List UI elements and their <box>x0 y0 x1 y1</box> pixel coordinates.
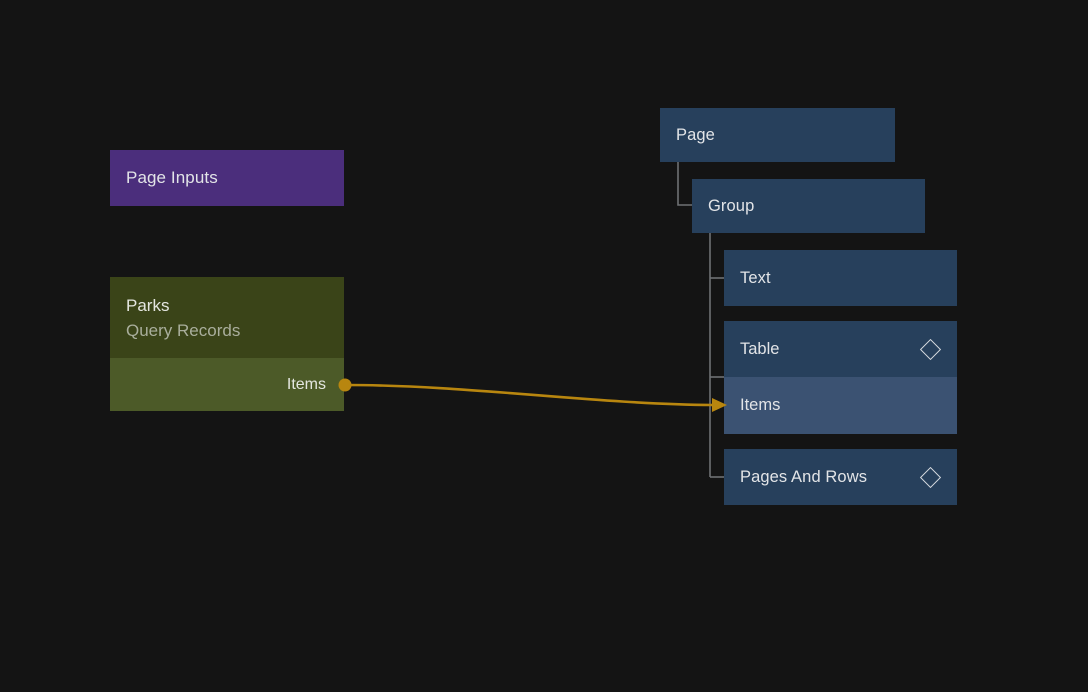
node-text-label: Text <box>740 268 771 287</box>
node-parks-header: Parks Query Records <box>110 277 344 358</box>
node-table[interactable]: Table Items <box>724 321 957 434</box>
diamond-icon <box>919 466 942 488</box>
node-table-items-row[interactable]: Items <box>724 377 957 434</box>
node-group-title-row: Group <box>692 179 925 233</box>
node-text[interactable]: Text <box>724 250 957 306</box>
node-group-label: Group <box>708 196 755 215</box>
edge-parks-items-to-table-items <box>344 383 714 407</box>
node-group[interactable]: Group <box>692 179 925 233</box>
node-pages-and-rows-label: Pages And Rows <box>740 467 868 486</box>
node-table-label: Table <box>740 339 780 358</box>
node-parks-output-label: Items <box>286 375 326 393</box>
node-parks-output-row[interactable]: Items <box>110 358 344 411</box>
connector-page-group <box>677 162 692 206</box>
node-page-inputs-title: Page Inputs <box>110 150 344 206</box>
node-pages-and-rows-title-row: Pages And Rows <box>724 449 957 505</box>
node-page-label: Page <box>676 125 715 144</box>
node-pages-and-rows[interactable]: Pages And Rows <box>724 449 957 505</box>
node-table-items-label: Items <box>740 396 781 414</box>
node-page-title-row: Page <box>660 108 895 162</box>
node-page-inputs[interactable]: Page Inputs <box>110 150 344 206</box>
diamond-icon <box>919 338 942 360</box>
node-parks-title: Parks <box>126 296 170 315</box>
node-text-title-row: Text <box>724 250 957 306</box>
node-table-header[interactable]: Table <box>724 321 957 377</box>
node-parks[interactable]: Parks Query Records Items <box>110 277 344 411</box>
node-page[interactable]: Page <box>660 108 895 162</box>
node-page-inputs-label: Page Inputs <box>126 168 218 187</box>
node-parks-subtitle: Query Records <box>126 321 241 340</box>
